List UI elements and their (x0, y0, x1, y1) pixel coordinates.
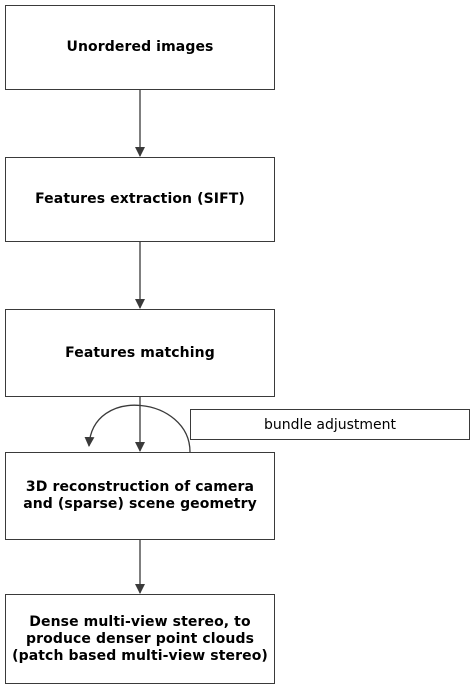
loop-label-text: bundle adjustment (263, 416, 397, 433)
step-label: Dense multi-view stereo, to produce dens… (12, 613, 268, 664)
bundle-adjustment-label: bundle adjustment (190, 409, 470, 440)
step-3d-reconstruction: 3D reconstruction of camera and (sparse)… (5, 452, 275, 540)
step-features-matching: Features matching (5, 309, 275, 397)
step-unordered-images: Unordered images (5, 5, 275, 90)
step-label: Unordered images (66, 39, 214, 55)
step-dense-multi-view-stereo: Dense multi-view stereo, to produce dens… (5, 594, 275, 684)
step-label: Features matching (65, 344, 215, 361)
bundle-adjustment-loop-arrow (84, 404, 191, 453)
step-label: 3D reconstruction of camera and (sparse)… (23, 479, 257, 512)
step-label: Features extraction (SIFT) (35, 191, 245, 207)
step-features-extraction: Features extraction (SIFT) (5, 157, 275, 242)
